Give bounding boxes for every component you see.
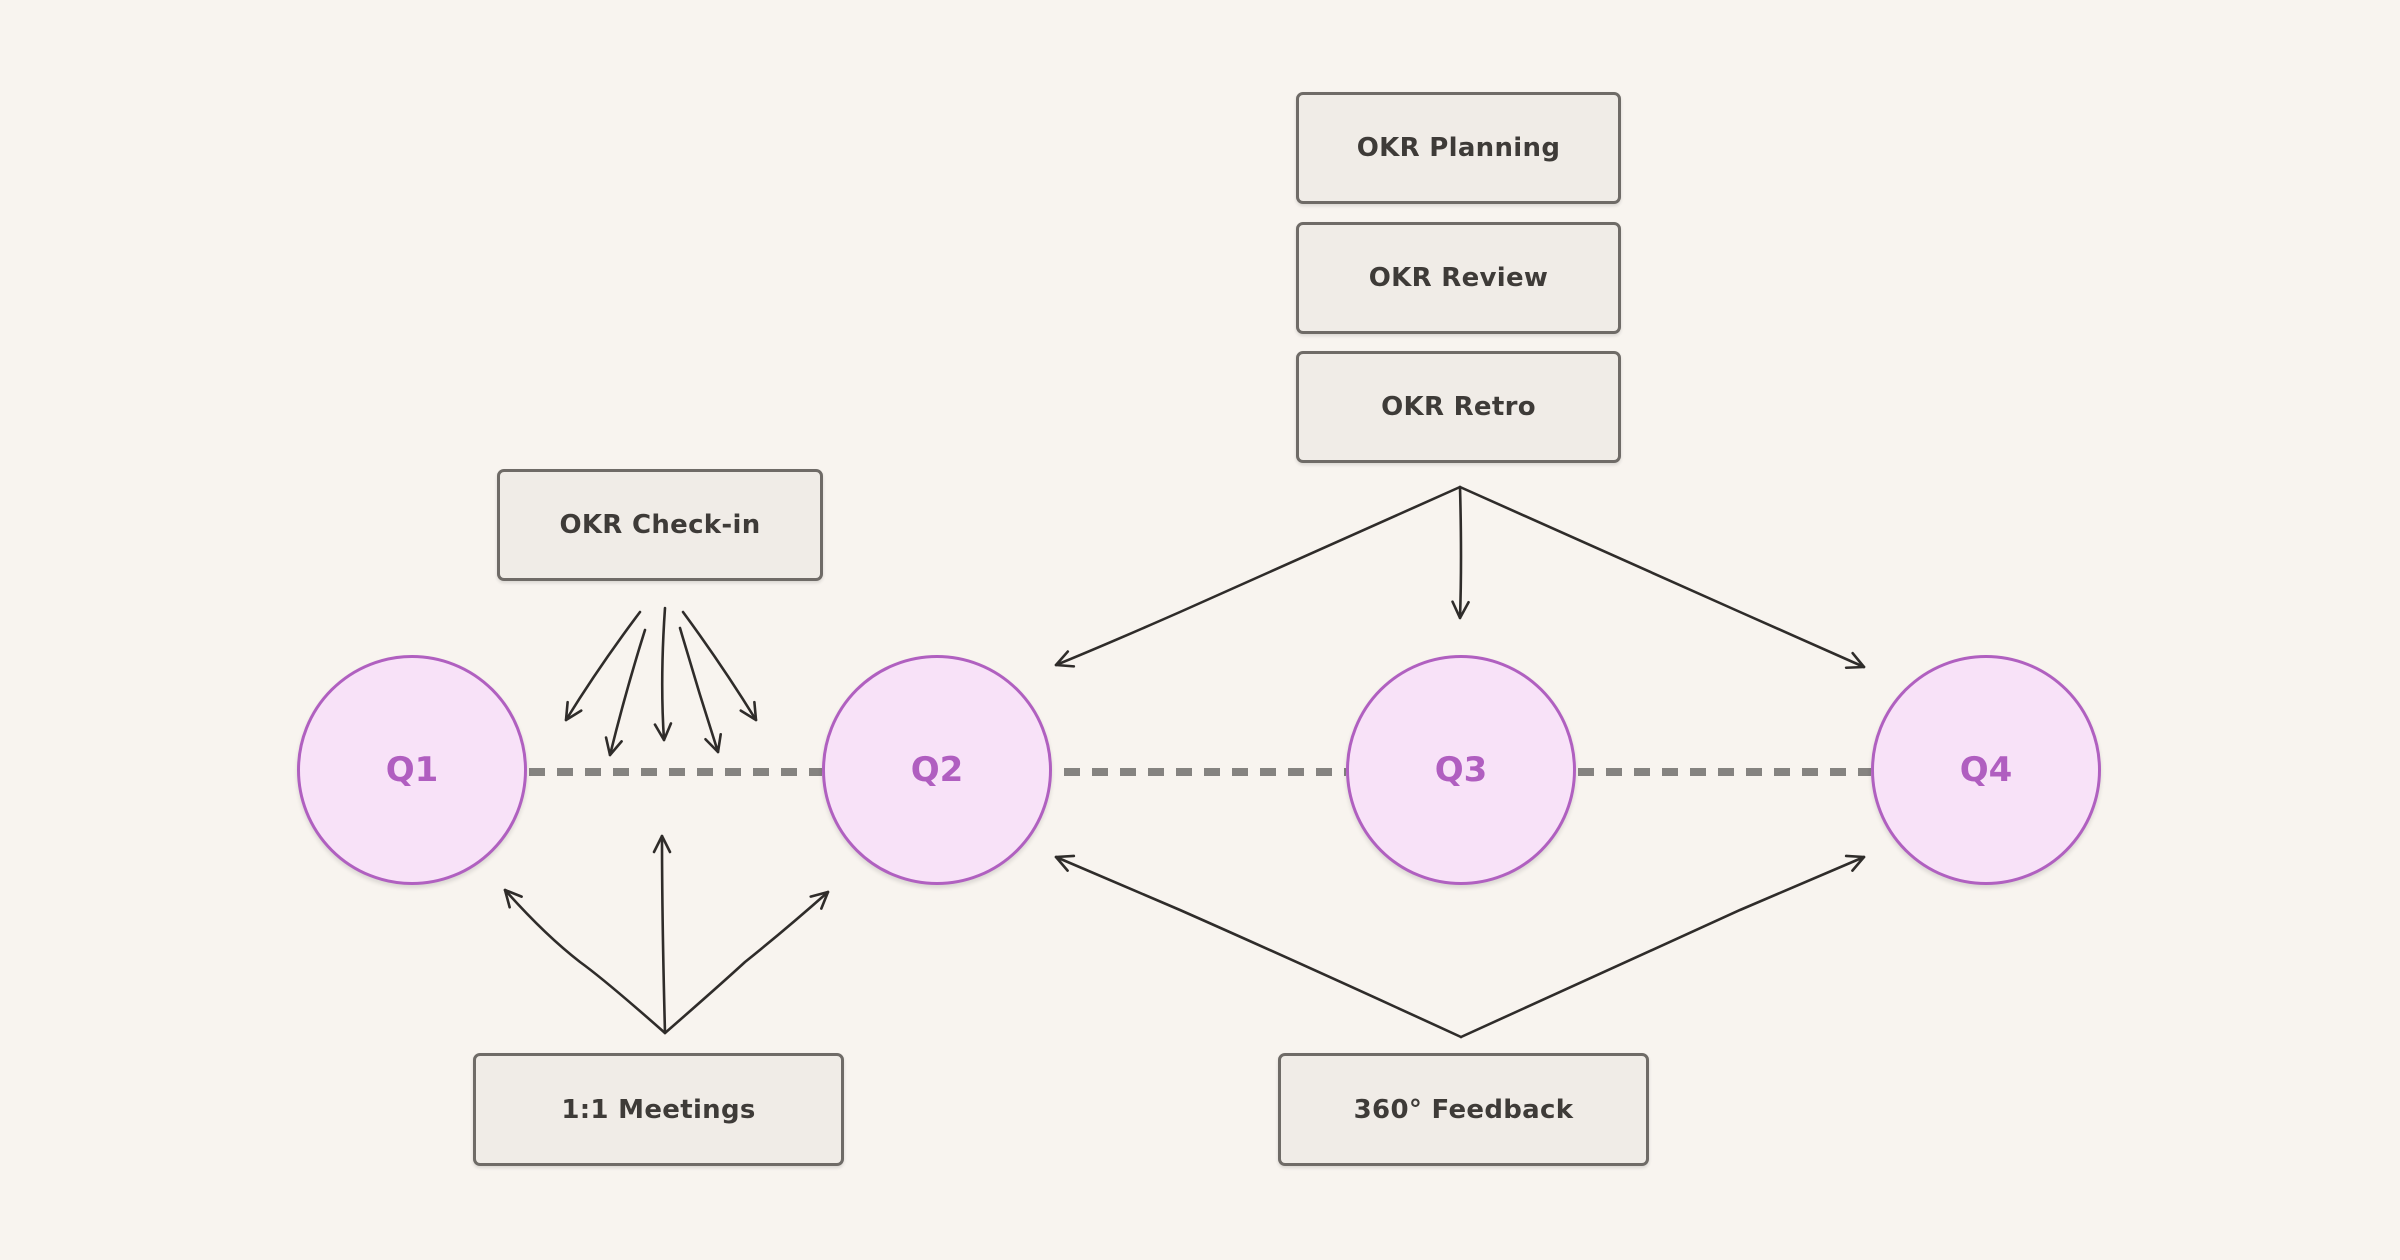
arrow-checkin-3 [653, 606, 673, 742]
one-on-one-meetings-label: 1:1 Meetings [561, 1094, 756, 1125]
okr-checkin-box[interactable]: OKR Check-in [497, 469, 823, 581]
quarter-q3-label: Q3 [1434, 750, 1488, 790]
quarter-q4[interactable]: Q4 [1871, 655, 2101, 885]
arrow-checkin-2 [604, 628, 647, 757]
arrow-1on1-q1 [503, 888, 667, 1035]
arrow-okr-q2 [1054, 485, 1462, 668]
okr-review-label: OKR Review [1368, 263, 1549, 293]
arrow-360-q2 [1054, 854, 1463, 1039]
okr-checkin-label: OKR Check-in [559, 510, 761, 540]
arrows [503, 485, 1866, 1039]
feedback-360-box[interactable]: 360° Feedback [1278, 1053, 1649, 1166]
quarter-q1[interactable]: Q1 [297, 655, 527, 885]
okr-review-box[interactable]: OKR Review [1296, 222, 1621, 334]
arrow-okr-q4 [1458, 485, 1866, 670]
one-on-one-meetings-box[interactable]: 1:1 Meetings [473, 1053, 844, 1166]
feedback-360-label: 360° Feedback [1353, 1094, 1574, 1125]
arrow-1on1-mid [652, 834, 672, 1035]
quarter-q2[interactable]: Q2 [822, 655, 1052, 885]
okr-retro-label: OKR Retro [1381, 392, 1536, 422]
quarter-q3[interactable]: Q3 [1346, 655, 1576, 885]
quarter-q2-label: Q2 [910, 750, 964, 790]
arrow-1on1-q2 [663, 890, 830, 1035]
quarter-q1-label: Q1 [385, 750, 439, 790]
okr-planning-label: OKR Planning [1356, 133, 1561, 163]
arrow-checkin-1 [564, 610, 642, 722]
arrow-360-q4 [1459, 854, 1866, 1039]
arrow-checkin-4 [678, 626, 723, 754]
okr-retro-box[interactable]: OKR Retro [1296, 351, 1621, 463]
okr-planning-box[interactable]: OKR Planning [1296, 92, 1621, 204]
quarter-q4-label: Q4 [1959, 750, 2013, 790]
arrow-okr-q3 [1451, 485, 1470, 620]
arrow-checkin-5 [681, 610, 758, 722]
